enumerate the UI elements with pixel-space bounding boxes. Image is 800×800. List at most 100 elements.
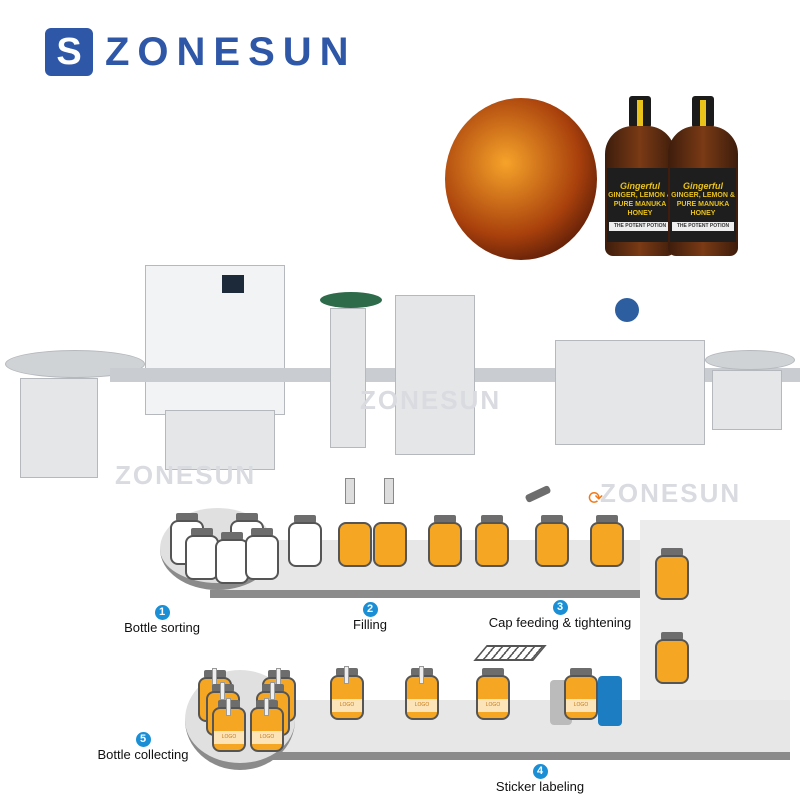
brand-logo: S ZONESUN — [45, 28, 357, 76]
product-tagline: THE POTENT POTION — [672, 222, 734, 231]
watermark: ZONESUN — [360, 385, 502, 415]
seal-strip — [419, 666, 424, 684]
step-number: 3 — [552, 600, 568, 615]
honey-photo — [445, 98, 597, 260]
sorting-cabinet — [20, 378, 98, 478]
jar-body — [475, 522, 509, 567]
jar-body — [338, 522, 372, 567]
logo-mark: S — [45, 28, 93, 76]
jar — [288, 515, 322, 567]
jar: LOGO — [564, 668, 598, 720]
cap-vibratory-bowl — [320, 292, 382, 308]
step-number: 4 — [532, 764, 548, 779]
jar-cap — [661, 632, 683, 640]
jar: LOGO — [250, 698, 284, 752]
jar-cap — [570, 668, 592, 676]
step-number: 5 — [135, 732, 151, 747]
jar — [475, 515, 509, 567]
jar-body: LOGO — [476, 675, 510, 720]
step-label: Filling — [353, 617, 387, 632]
filling-nozzle — [384, 478, 394, 504]
step-number: 1 — [154, 605, 170, 620]
jar-cap — [596, 515, 618, 523]
falling-cap — [524, 484, 552, 504]
filling-nozzle — [345, 478, 355, 504]
seal-strip — [264, 698, 269, 716]
jar: LOGO — [476, 668, 510, 720]
step-label: Sticker labeling — [495, 779, 585, 794]
jar-cap — [221, 532, 243, 540]
jar-cap — [176, 513, 198, 521]
product-brand: Gingerful — [620, 181, 660, 191]
step-label: Bottle sorting — [124, 620, 200, 635]
jar — [535, 515, 569, 567]
jar — [373, 515, 407, 567]
watermark: ZONESUN — [115, 460, 257, 490]
jar — [428, 515, 462, 567]
jar — [655, 632, 689, 684]
jar-body — [185, 535, 219, 580]
jar-label: LOGO — [332, 699, 362, 712]
product-tagline: THE POTENT POTION — [609, 222, 671, 231]
jar-body — [655, 555, 689, 600]
bottle-cap — [629, 96, 651, 128]
jar — [338, 515, 372, 567]
label-sheet — [473, 645, 547, 661]
jar-cap — [482, 668, 504, 676]
jar-cap — [236, 513, 258, 521]
product-brand: Gingerful — [683, 181, 723, 191]
product-line: GINGER, LEMON & — [608, 192, 672, 199]
jar — [245, 528, 279, 580]
product-line: GINGER, LEMON & — [671, 192, 735, 199]
collecting-cabinet — [712, 370, 782, 430]
capping-machine — [395, 295, 475, 455]
jar: LOGO — [405, 666, 439, 720]
jar-cap — [541, 515, 563, 523]
filling-machine-frame — [145, 265, 285, 415]
product-line: PURE MANUKA HONEY — [676, 201, 730, 217]
jar-body — [655, 639, 689, 684]
jar-cap — [481, 515, 503, 523]
jar — [590, 515, 624, 567]
jar-body — [428, 522, 462, 567]
seal-strip — [270, 682, 275, 700]
rotate-arrow-icon: ⟳ — [588, 488, 604, 508]
jar-body — [288, 522, 322, 567]
jar-body — [215, 539, 249, 584]
bottle-cap — [692, 96, 714, 128]
jar-cap — [661, 548, 683, 556]
jar-body — [590, 522, 624, 567]
label-roll — [615, 298, 639, 322]
jar-cap — [294, 515, 316, 523]
cap-feeder-column — [330, 308, 366, 448]
jar-label: LOGO — [214, 731, 244, 744]
logo-text: ZONESUN — [105, 29, 357, 74]
jar-label: LOGO — [407, 699, 437, 712]
jar — [215, 532, 249, 584]
jar-label: LOGO — [252, 731, 282, 744]
conveyor-edge — [210, 590, 640, 598]
jar: LOGO — [330, 666, 364, 720]
seal-strip — [344, 666, 349, 684]
pressing-roller — [598, 676, 622, 726]
jar — [185, 528, 219, 580]
jar-body — [535, 522, 569, 567]
jar-label: LOGO — [566, 699, 596, 712]
jar-cap — [434, 515, 456, 523]
jar-label: LOGO — [478, 699, 508, 712]
step-label: Cap feeding & tightening — [488, 615, 632, 630]
jar — [655, 548, 689, 600]
step-number: 2 — [362, 602, 378, 617]
jar-body: LOGO — [564, 675, 598, 720]
conveyor-edge — [270, 752, 790, 760]
jar: LOGO — [212, 698, 246, 752]
jar-body: LOGO — [405, 675, 439, 720]
